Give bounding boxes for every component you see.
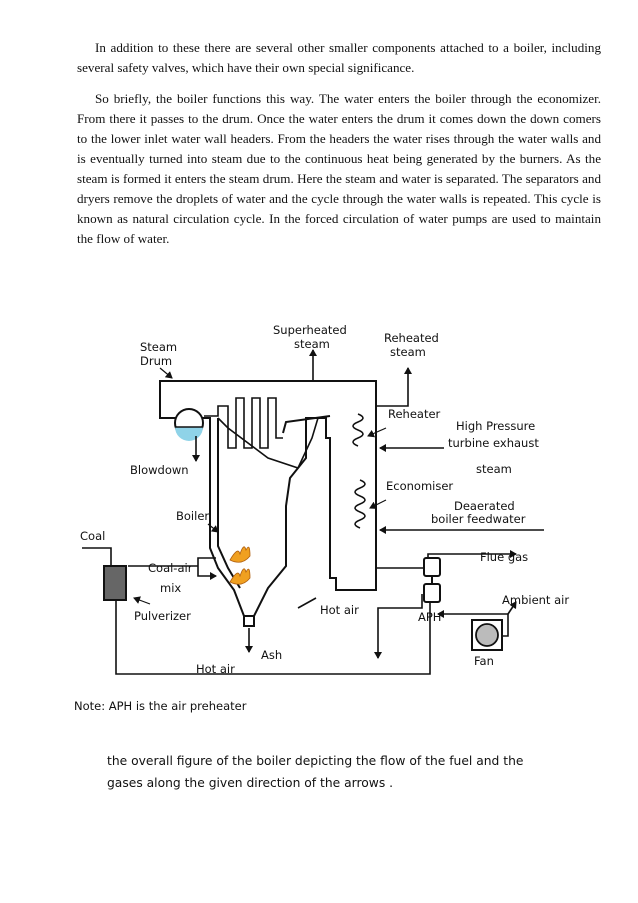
flame-lower [229, 568, 251, 585]
steam-drum-pointer [159, 367, 173, 379]
hot-air-to-boiler [297, 597, 317, 609]
boiler-pointer [207, 523, 219, 533]
label-deaerated-2: boiler feedwater [431, 512, 526, 526]
paragraph-1: In addition to these there are several o… [77, 40, 601, 75]
steam-drum [174, 408, 204, 441]
label-ash: Ash [261, 648, 282, 662]
label-economiser: Economiser [386, 479, 453, 493]
flame-upper [229, 546, 251, 563]
superheater-coils [204, 397, 283, 449]
label-blowdown: Blowdown [130, 463, 189, 477]
reheater-pointer [367, 427, 387, 438]
reheated-steam-arrow [376, 367, 412, 407]
label-hot-air-1: Hot air [320, 603, 359, 617]
drum-riser [217, 417, 319, 469]
reheater-coil [352, 413, 364, 447]
label-steam-drum-2: Drum [140, 354, 172, 368]
label-reheated-1: Reheated [384, 331, 439, 345]
economiser-pointer [369, 499, 387, 509]
bottom-hot-air-line [115, 594, 431, 675]
figure-caption: the overall figure of the boiler depicti… [107, 750, 547, 794]
paragraph-2: So briefly, the boiler functions this wa… [77, 91, 601, 246]
label-flue-gas: Flue gas [480, 550, 528, 564]
label-fan: Fan [474, 654, 494, 668]
economiser-coil [354, 479, 366, 529]
boiler-diagram-svg: Steam Drum Superheated steam Reheated st… [74, 323, 569, 713]
label-superheated-1: Superheated [273, 323, 347, 337]
label-hp-3: steam [476, 462, 512, 476]
label-ambient-air: Ambient air [502, 593, 569, 607]
label-pulverizer: Pulverizer [134, 609, 191, 623]
label-hot-air-2: Hot air [196, 662, 235, 676]
boiler-outline [159, 380, 377, 617]
fan [471, 619, 503, 651]
coal-air-mix-line [128, 557, 216, 576]
label-reheated-2: steam [390, 345, 426, 359]
pointer-arrows [133, 367, 387, 605]
pulverizer-box [103, 565, 127, 601]
label-coal-air-1: Coal-air [148, 561, 193, 575]
label-coal: Coal [80, 529, 105, 543]
label-steam-drum-1: Steam [140, 340, 177, 354]
ambient-air-arrow [507, 601, 517, 615]
label-deaerated-1: Deaerated [454, 499, 515, 513]
air-preheater [423, 557, 441, 603]
burner-flames [229, 546, 251, 585]
ash-hopper [243, 616, 255, 627]
label-hp-2: turbine exhaust [448, 436, 539, 450]
label-reheater: Reheater [388, 407, 441, 421]
caption-line-1: the overall figure of the boiler depicti… [107, 754, 524, 768]
label-aph: APH [418, 610, 441, 624]
flow-lines [82, 349, 544, 675]
caption-line-2: gases along the given direction of the a… [107, 776, 394, 790]
label-boiler: Boiler [176, 509, 209, 523]
label-hp-1: High Pressure [456, 419, 535, 433]
pulverizer-pointer [133, 596, 151, 605]
coal-feed-line [82, 547, 112, 566]
label-coal-air-2: mix [160, 581, 181, 595]
label-superheated-2: steam [294, 337, 330, 351]
diagram-note: Note: APH is the air preheater [74, 699, 247, 713]
hot-air-return [374, 594, 423, 659]
boiler-diagram: Steam Drum Superheated steam Reheated st… [68, 318, 588, 720]
